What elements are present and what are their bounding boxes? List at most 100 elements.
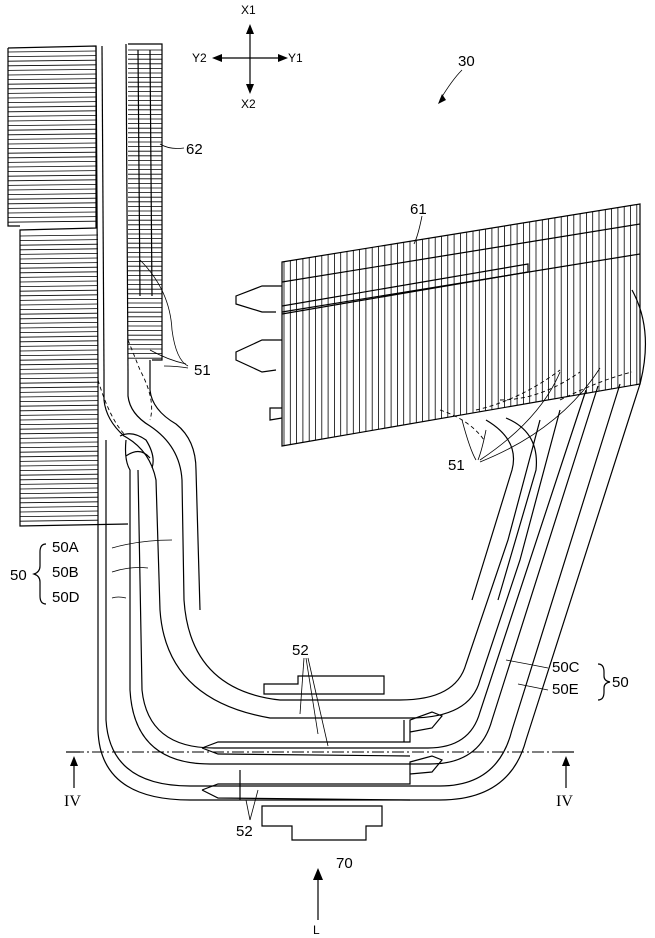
label-50C: 50C bbox=[552, 659, 580, 676]
fin-line bbox=[19, 234, 99, 237]
chip-70 bbox=[261, 805, 383, 841]
fin-line bbox=[19, 391, 99, 393]
fin-stack-62 bbox=[7, 43, 163, 527]
fin-line bbox=[7, 105, 97, 108]
fin-line bbox=[7, 161, 97, 163]
fin-line bbox=[7, 64, 97, 67]
fin-line bbox=[7, 92, 97, 94]
fin-line bbox=[7, 174, 97, 177]
label-50E: 50E bbox=[552, 681, 579, 698]
axis-cross bbox=[212, 24, 288, 94]
label-50A-pipe: 50A bbox=[52, 539, 79, 556]
fin-line bbox=[19, 294, 99, 297]
fin-line bbox=[7, 147, 97, 149]
fin-line bbox=[19, 400, 99, 402]
fin-line bbox=[19, 469, 99, 471]
labels: X1 X2 Y2 Y1 30 62 61 51 51 50 50 50A 50B… bbox=[10, 3, 629, 937]
fin-line bbox=[19, 317, 99, 320]
fin-line bbox=[19, 478, 99, 481]
fin-line bbox=[19, 395, 99, 398]
axis-label-y2: Y2 bbox=[192, 51, 207, 65]
fin-line bbox=[19, 460, 99, 462]
fin-line bbox=[19, 386, 99, 389]
fin-line bbox=[19, 423, 99, 425]
fin-line bbox=[19, 358, 99, 361]
fin-line bbox=[19, 345, 99, 347]
fin-line bbox=[19, 496, 99, 499]
fin-line bbox=[7, 115, 97, 117]
fin-line bbox=[7, 184, 97, 186]
fin-line bbox=[19, 414, 99, 416]
heat-blocks-52 bbox=[201, 675, 443, 801]
fin-line bbox=[19, 340, 99, 343]
label-61: 61 bbox=[410, 201, 427, 218]
fin-line bbox=[19, 368, 99, 370]
fin-line bbox=[19, 303, 99, 306]
fin-line bbox=[19, 363, 99, 366]
fin-line bbox=[7, 82, 97, 85]
fin-line bbox=[19, 285, 99, 287]
fin-line bbox=[7, 179, 97, 182]
fin-line bbox=[7, 216, 97, 218]
fin-line bbox=[19, 377, 99, 379]
fin-line bbox=[19, 409, 99, 412]
fin-line bbox=[19, 441, 99, 444]
fin-line bbox=[7, 128, 97, 131]
fin-line bbox=[19, 335, 99, 338]
fin-line bbox=[19, 506, 99, 508]
fin-line bbox=[7, 110, 97, 113]
axis-label-x1: X1 bbox=[241, 3, 256, 17]
fin-line bbox=[7, 87, 97, 90]
fin-line bbox=[19, 331, 99, 333]
fin-line bbox=[7, 55, 97, 57]
fin-line bbox=[7, 73, 97, 76]
label-70: 70 bbox=[336, 855, 353, 872]
fin-line bbox=[19, 450, 99, 453]
fin-line bbox=[7, 96, 97, 99]
leader-lines bbox=[111, 69, 601, 821]
fin-line bbox=[7, 211, 97, 214]
label-51-left: 51 bbox=[194, 362, 211, 379]
fin-line bbox=[7, 197, 97, 200]
fin-line bbox=[19, 473, 99, 476]
label-50D: 50D bbox=[52, 589, 80, 606]
fin-line bbox=[7, 151, 97, 154]
fin-line bbox=[19, 271, 99, 274]
label-62: 62 bbox=[186, 141, 203, 158]
fin-line bbox=[7, 142, 97, 145]
view-arrow-L bbox=[313, 868, 323, 920]
label-IV-left: IV bbox=[64, 793, 81, 810]
fin-line bbox=[7, 220, 97, 223]
fin-line bbox=[7, 138, 97, 140]
fin-line bbox=[19, 289, 99, 292]
fin-line bbox=[19, 243, 99, 246]
contact-regions-51 bbox=[97, 339, 633, 441]
fin-line bbox=[19, 326, 99, 329]
fin-line bbox=[7, 50, 97, 53]
fin-line bbox=[19, 257, 99, 260]
fin-line bbox=[19, 464, 99, 467]
fin-line bbox=[19, 418, 99, 421]
label-50A: 50 bbox=[612, 674, 629, 691]
fin-line bbox=[19, 322, 99, 324]
fin-line bbox=[19, 510, 99, 513]
fin-line bbox=[19, 427, 99, 430]
fin-line bbox=[19, 239, 99, 241]
fin-line bbox=[7, 69, 97, 71]
label-51-right: 51 bbox=[448, 457, 465, 474]
fin-line bbox=[19, 487, 99, 490]
fin-line bbox=[19, 483, 99, 485]
fin-line bbox=[7, 193, 97, 195]
section-line-IV bbox=[66, 751, 574, 788]
fin-line bbox=[7, 207, 97, 209]
fin-line bbox=[19, 381, 99, 384]
fin-line bbox=[19, 519, 99, 522]
fin-line bbox=[7, 101, 97, 103]
fin-line bbox=[19, 262, 99, 264]
fin-line bbox=[19, 455, 99, 458]
fin-stack-61 bbox=[235, 203, 647, 447]
label-52-bottom: 52 bbox=[236, 823, 253, 840]
fin-line bbox=[7, 165, 97, 168]
fin-line bbox=[19, 446, 99, 448]
